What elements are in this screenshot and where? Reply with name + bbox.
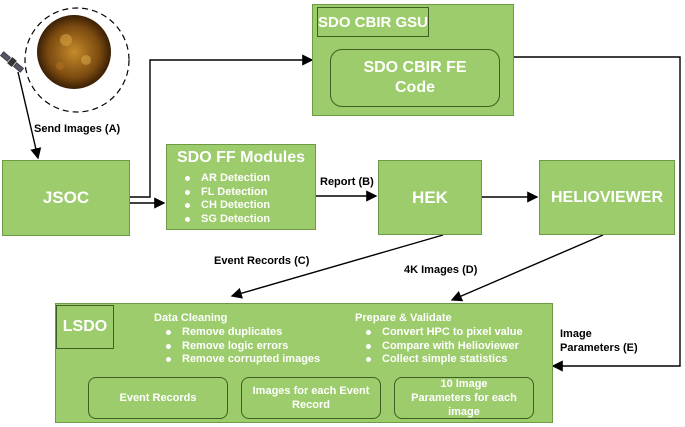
arrow-send-images — [17, 71, 42, 160]
gsu-title: SDO CBIR GSU — [318, 13, 429, 31]
ff-item: FL Detection — [183, 186, 270, 200]
send-images-label: Send Images (A) — [34, 123, 121, 135]
arrow-event-records — [230, 234, 444, 299]
images-per-event-label: Images for each Event Record — [252, 385, 370, 411]
jsoc-box: JSOC — [2, 160, 130, 236]
prepare-title: Prepare & Validate — [355, 312, 452, 324]
ff-list: AR Detection FL Detection CH Detection S… — [183, 172, 270, 226]
orbit-ring — [24, 7, 130, 113]
event-records-arrow-label: Event Records (C) — [214, 255, 310, 267]
report-label: Report (B) — [320, 176, 374, 188]
hek-box: HEK — [378, 160, 482, 235]
sun-icon — [37, 15, 111, 89]
helioviewer-label: HELIOVIEWER — [550, 188, 663, 206]
image-params-box: 10 Image Parameters for each image — [394, 377, 534, 419]
arrow-jsoc-to-gsu — [130, 54, 314, 198]
arrow-4k-images — [450, 234, 604, 302]
prepare-list: Convert HPC to pixel value Compare with … — [364, 326, 523, 367]
fe-code-box: SDO CBIR FE Code — [330, 49, 500, 107]
images-per-event-box: Images for each Event Record — [241, 377, 381, 419]
cleaning-list: Remove duplicates Remove logic errors Re… — [164, 326, 320, 367]
lsdo-title-box: LSDO — [56, 305, 114, 349]
prepare-item: Compare with Helioviewer — [364, 340, 523, 354]
images-4k-label: 4K Images (D) — [404, 264, 478, 276]
jsoc-label: JSOC — [42, 188, 90, 207]
ff-item: CH Detection — [183, 199, 270, 213]
lsdo-title: LSDO — [62, 318, 108, 335]
event-records-box: Event Records — [88, 377, 228, 419]
fe-code-label: SDO CBIR FE Code — [363, 59, 467, 96]
image-params-arrow-label: Image Parameters (E) — [560, 328, 638, 354]
ff-title: SDO FF Modules — [177, 149, 305, 166]
helioviewer-box: HELIOVIEWER — [539, 160, 675, 235]
cleaning-item: Remove duplicates — [164, 326, 320, 340]
ff-box: SDO FF Modules AR Detection FL Detection… — [166, 144, 316, 230]
hek-label: HEK — [412, 187, 448, 207]
ff-item: AR Detection — [183, 172, 270, 186]
cleaning-item: Remove logic errors — [164, 340, 320, 354]
lsdo-box: LSDO Data Cleaning Remove duplicates Rem… — [55, 303, 553, 423]
cleaning-item: Remove corrupted images — [164, 353, 320, 367]
gsu-box: SDO CBIR GSU SDO CBIR FE Code — [312, 4, 514, 116]
cleaning-title: Data Cleaning — [154, 312, 228, 324]
event-records-label: Event Records — [119, 392, 197, 404]
gsu-title-box: SDO CBIR GSU — [317, 7, 429, 37]
arrow-image-params — [514, 56, 681, 372]
image-params-label: 10 Image Parameters for each image — [411, 378, 517, 418]
ff-item: SG Detection — [183, 213, 270, 227]
prepare-item: Convert HPC to pixel value — [364, 326, 523, 340]
satellite-icon — [0, 51, 24, 73]
prepare-item: Collect simple statistics — [364, 353, 523, 367]
